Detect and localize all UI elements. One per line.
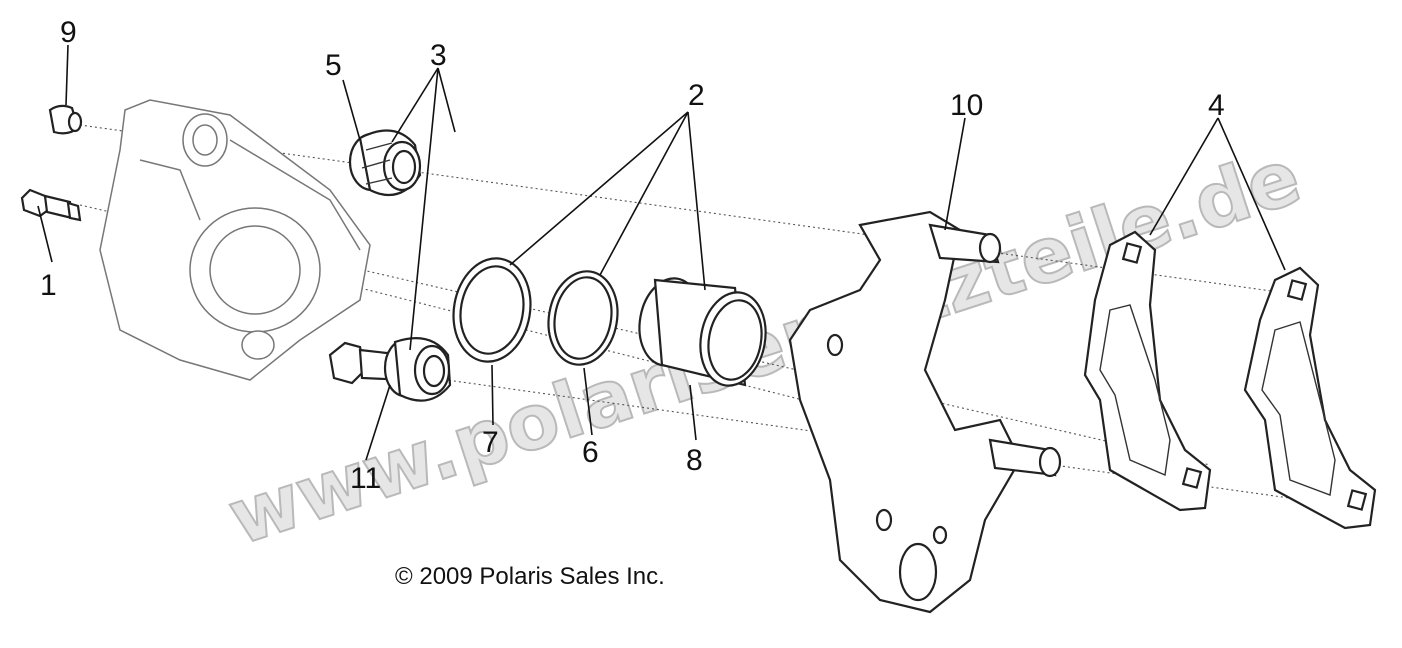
part-7-seal-ring	[452, 257, 532, 363]
part-3-lower-boot	[383, 337, 452, 402]
callout-9: 9	[60, 16, 77, 49]
part-8-piston	[638, 277, 767, 387]
part-6-seal-ring	[547, 270, 619, 366]
part-4-brake-pad-right	[1243, 266, 1377, 530]
callout-2: 2	[688, 79, 705, 112]
callout-5: 5	[325, 49, 342, 82]
callout-7: 7	[482, 426, 499, 459]
leader-lines	[37, 44, 1286, 461]
part-10-bracket	[788, 210, 1062, 614]
callout-10: 10	[950, 89, 983, 122]
callout-6: 6	[582, 436, 599, 469]
part-9-bleeder-cap	[48, 104, 83, 135]
callout-3: 3	[430, 39, 447, 72]
callout-1: 1	[40, 269, 57, 302]
part-5-upper-boot	[348, 129, 422, 197]
part-4-brake-pad-left	[1083, 230, 1212, 512]
caliper-body	[99, 99, 371, 381]
copyright-text: © 2009 Polaris Sales Inc.	[395, 563, 665, 590]
callout-4: 4	[1208, 89, 1225, 122]
part-1-bleeder-screw	[20, 188, 82, 222]
callout-11: 11	[350, 462, 381, 495]
callout-8: 8	[686, 444, 703, 477]
